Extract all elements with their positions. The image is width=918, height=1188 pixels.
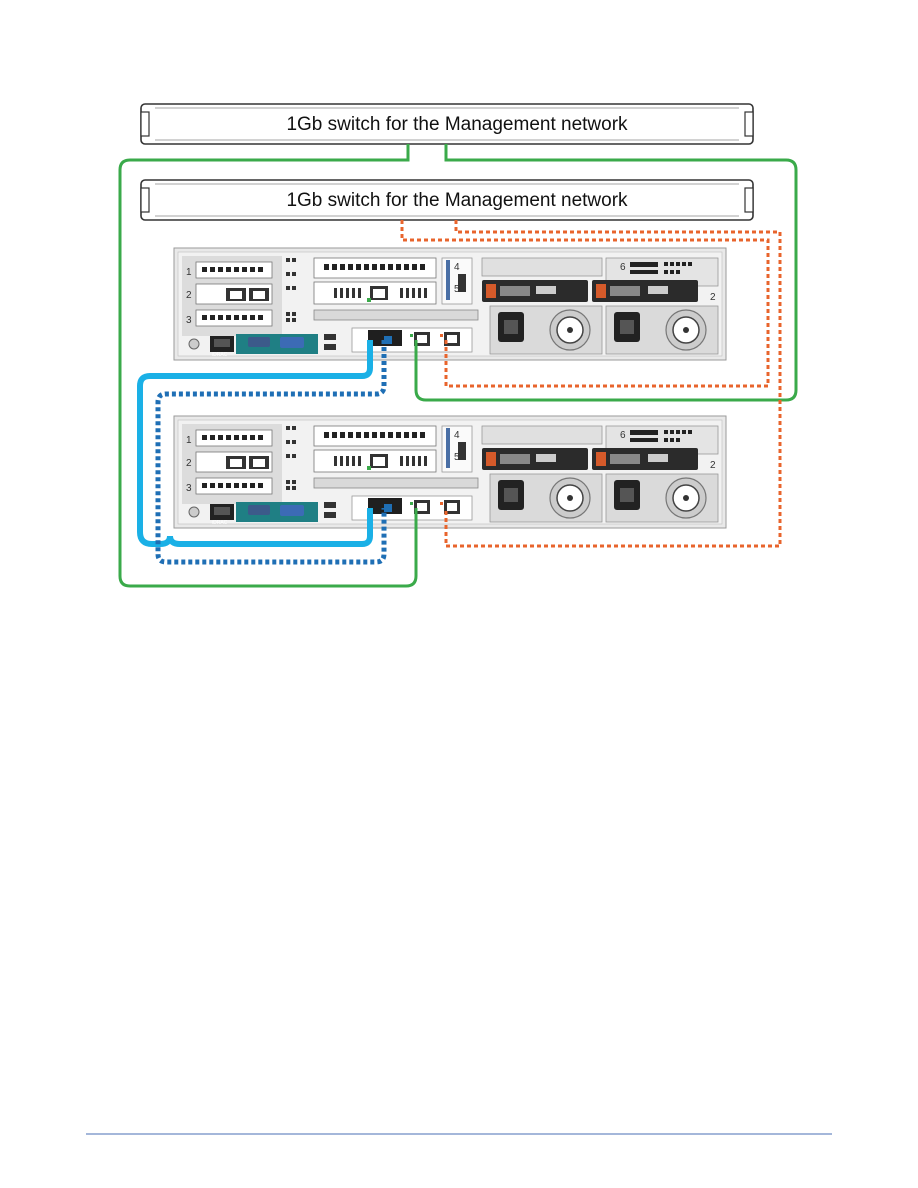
management-cable-primary-top (414, 144, 798, 402)
server-top-idrac-label: iDRAC (212, 352, 228, 358)
switch-bottom: 1Gb switch for the Management network (140, 179, 754, 221)
server-bottom: iDRAC (173, 415, 727, 529)
management-cable-secondary-bottom (444, 220, 782, 548)
server-bottom-idrac-label: iDRAC (212, 520, 228, 526)
interconnect-cable-dotted (155, 340, 387, 565)
switch-bottom-label: 1Gb switch for the Management network (286, 190, 628, 211)
server-top: iDRAC (173, 247, 727, 361)
switch-top-label: 1Gb switch for the Management network (286, 114, 628, 135)
management-cable-secondary-top (400, 220, 770, 388)
switch-top: 1Gb switch for the Management network (140, 103, 754, 145)
management-cable-primary-bottom (118, 144, 418, 588)
interconnect-cable-solid (137, 340, 373, 547)
